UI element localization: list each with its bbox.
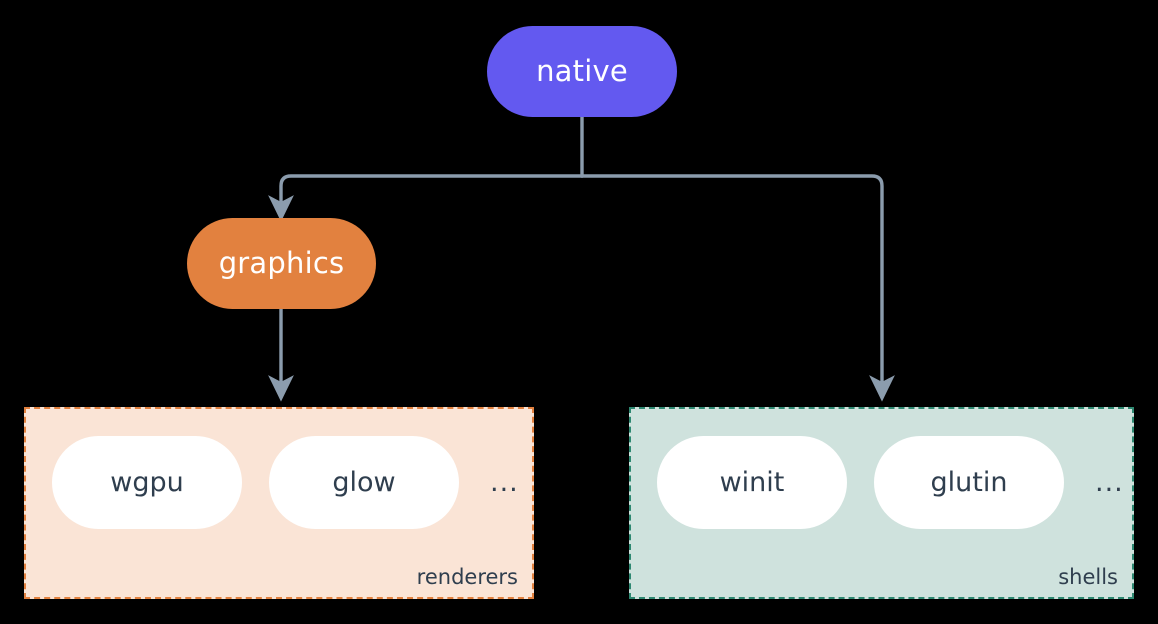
leaf-wgpu-label: wgpu (110, 467, 184, 498)
group-shells-items: winit glutin ... (657, 436, 1124, 529)
group-shells-label: shells (1058, 565, 1118, 589)
node-native-label: native (536, 54, 628, 88)
leaf-winit[interactable]: winit (657, 436, 847, 529)
leaf-wgpu[interactable]: wgpu (52, 436, 242, 529)
edge-native-to-graphics (268, 174, 584, 222)
node-graphics-label: graphics (218, 246, 345, 280)
group-shells: winit glutin ... shells (629, 407, 1134, 599)
renderers-overflow-ellipsis: ... (490, 467, 519, 498)
group-renderers: wgpu glow ... renderers (24, 407, 534, 599)
leaf-winit-label: winit (719, 467, 785, 498)
leaf-glow-label: glow (332, 467, 396, 498)
leaf-glow[interactable]: glow (269, 436, 459, 529)
group-renderers-label: renderers (416, 565, 518, 589)
shells-overflow-ellipsis: ... (1095, 467, 1124, 498)
node-graphics[interactable]: graphics (187, 218, 376, 309)
group-renderers-items: wgpu glow ... (52, 436, 519, 529)
edge-native-to-shells (580, 174, 895, 402)
node-native[interactable]: native (487, 26, 677, 117)
leaf-glutin-label: glutin (930, 467, 1008, 498)
leaf-glutin[interactable]: glutin (874, 436, 1064, 529)
